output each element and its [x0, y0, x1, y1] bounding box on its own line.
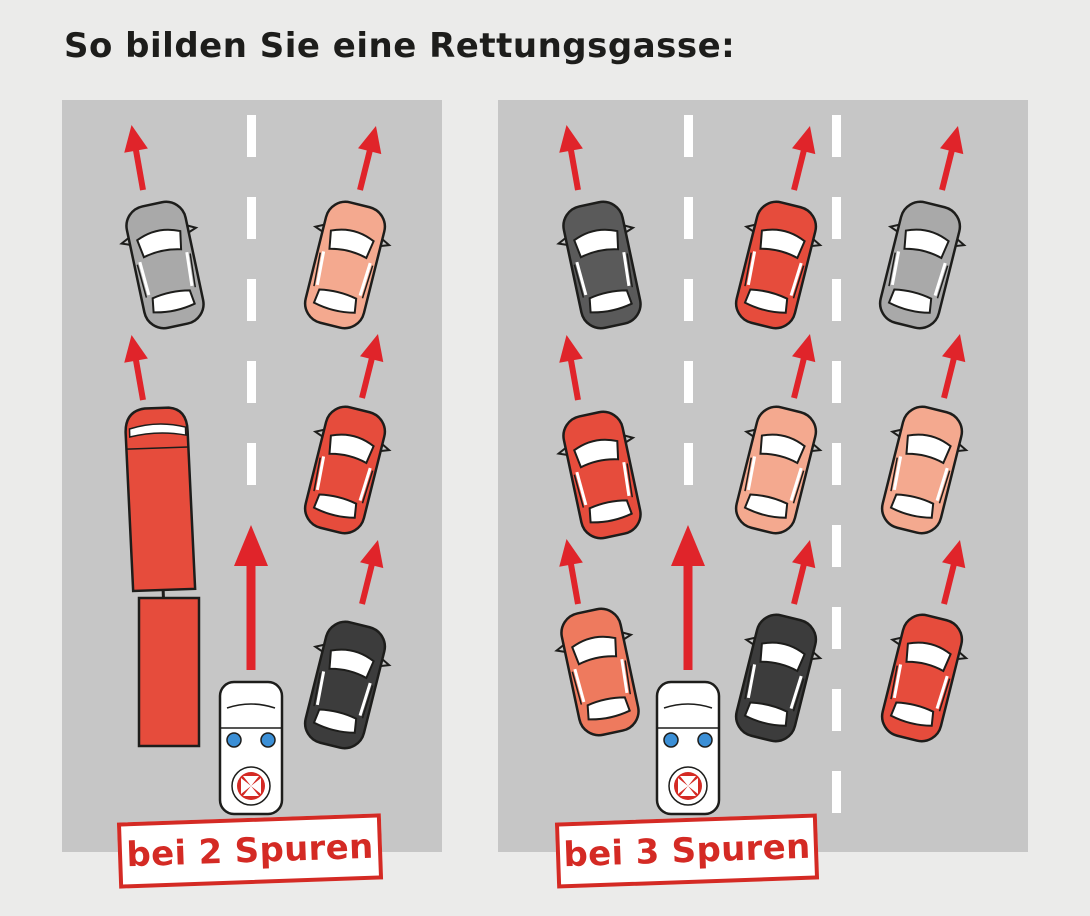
page-title: So bilden Sie eine Rettungsgasse: [64, 26, 736, 66]
lane-divider-middle [684, 115, 693, 485]
truck-icon [124, 406, 201, 748]
arrow-up-icon [234, 525, 268, 670]
ambulance-icon [218, 680, 284, 816]
arrow-up-icon [671, 525, 705, 670]
panel-label-three-lanes: bei 3 Spuren [554, 813, 820, 889]
panel-label-two-lanes: bei 2 Spuren [116, 813, 384, 889]
lane-divider-left [247, 115, 256, 485]
ambulance-icon [655, 680, 721, 816]
lane-divider-right [832, 115, 841, 813]
